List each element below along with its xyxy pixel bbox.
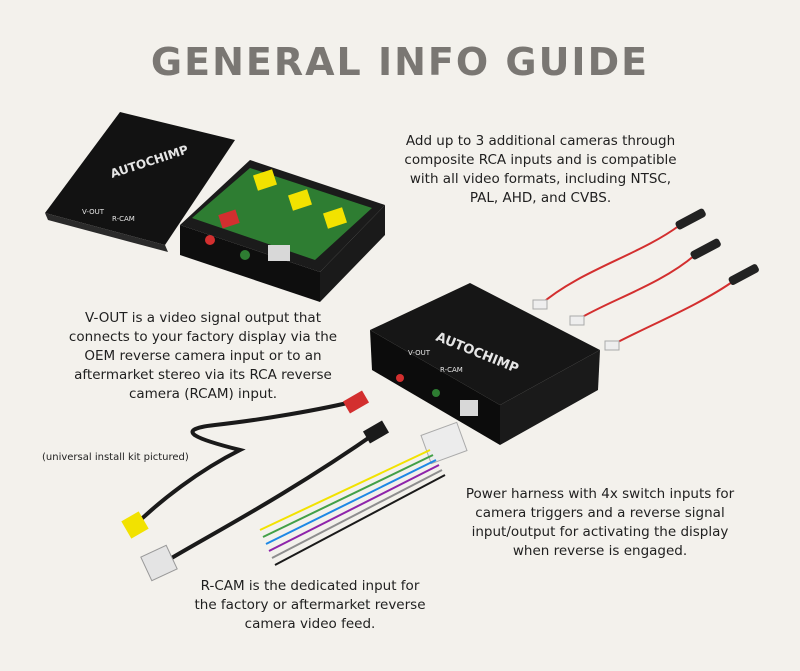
install-kit-note: (universal install kit pictured) [42, 452, 189, 463]
pcb-board [192, 168, 372, 260]
power-caption: Power harness with 4x switch inputs for … [465, 486, 735, 559]
box-lid [45, 112, 235, 245]
lid-vout-text: V-OUT [82, 208, 105, 216]
camera-cables-illustration [532, 208, 759, 351]
lid-rcam-text: R-CAM [112, 215, 135, 223]
rcam-caption: R-CAM is the dedicated input for the fac… [194, 578, 426, 632]
vout-caption: V-OUT is a video signal output that conn… [68, 310, 338, 402]
page-title: GENERAL INFO GUIDE [150, 40, 650, 84]
box-rcam-text: R-CAM [440, 366, 463, 374]
harness-illustration [121, 390, 468, 582]
closed-box-illustration: AUTOCHIMP V-OUT R-CAM [370, 283, 600, 445]
box-vout-text: V-OUT [408, 349, 431, 357]
open-box-illustration: AUTOCHIMP V-OUT R-CAM [45, 112, 385, 302]
cameras-caption: Add up to 3 additional cameras through c… [404, 133, 677, 206]
